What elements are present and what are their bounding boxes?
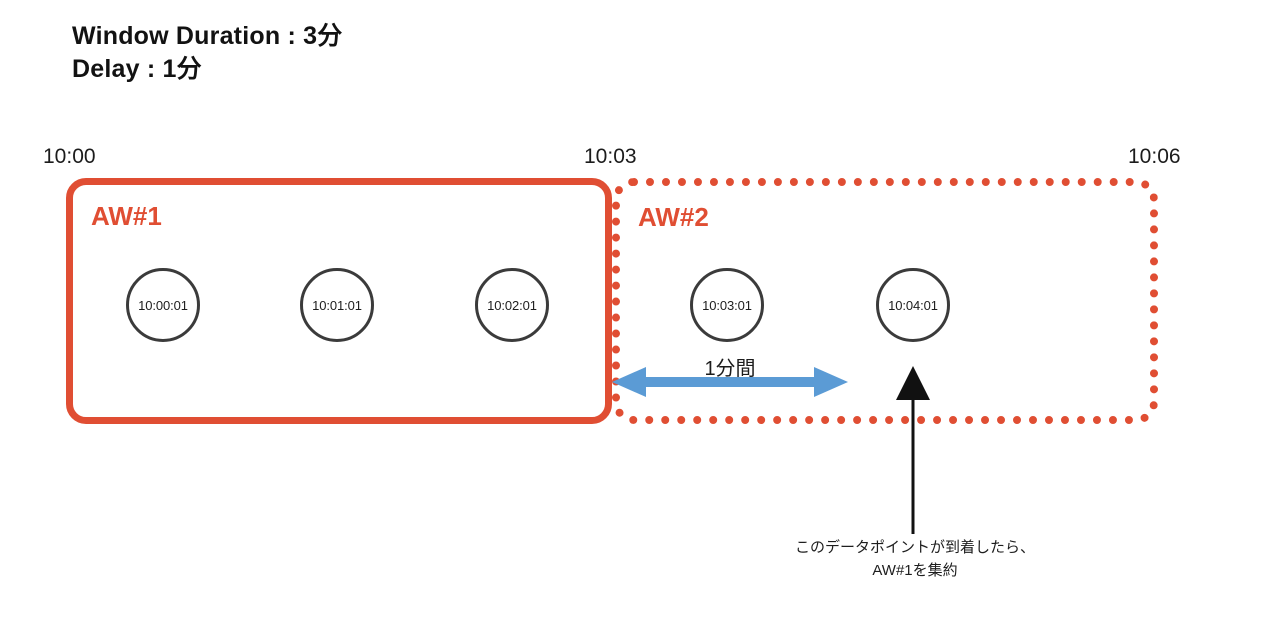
- event-circle: 10:01:01: [300, 268, 374, 342]
- diagram-title: Window Duration : 3分 Delay : 1分: [72, 20, 342, 86]
- event-timestamp: 10:03:01: [702, 297, 752, 313]
- event-circle: 10:04:01: [876, 268, 950, 342]
- timeline-tick-10-00: 10:00: [43, 145, 96, 168]
- timeline-tick-10-03: 10:03: [584, 145, 637, 168]
- window-label-aw1: AW#1: [91, 201, 162, 231]
- callout-line-2: AW#1を集約: [872, 562, 958, 580]
- timeline-tick-10-06: 10:06: [1128, 145, 1181, 168]
- event-circle: 10:03:01: [690, 268, 764, 342]
- event-timestamp: 10:01:01: [312, 297, 362, 313]
- title-line-delay: Delay : 1分: [72, 55, 202, 83]
- event-timestamp: 10:00:01: [138, 297, 188, 313]
- title-line-window-duration: Window Duration : 3分: [72, 22, 343, 50]
- window-label-aw2: AW#2: [638, 202, 709, 232]
- callout-annotation: このデータポイントが到着したら、 AW#1を集約: [700, 536, 1130, 583]
- event-timestamp: 10:02:01: [487, 297, 537, 313]
- delay-duration-label: 1分間: [704, 358, 756, 380]
- event-circle: 10:02:01: [475, 268, 549, 342]
- event-timestamp: 10:04:01: [888, 297, 938, 313]
- window-box-aw2: AW#2: [612, 178, 1158, 424]
- event-circle: 10:00:01: [126, 268, 200, 342]
- callout-line-1: このデータポイントが到着したら、: [794, 539, 1035, 556]
- window-box-aw1: AW#1: [66, 178, 612, 424]
- delay-double-arrow-icon: [612, 367, 848, 397]
- callout-up-arrow-icon: [896, 366, 930, 534]
